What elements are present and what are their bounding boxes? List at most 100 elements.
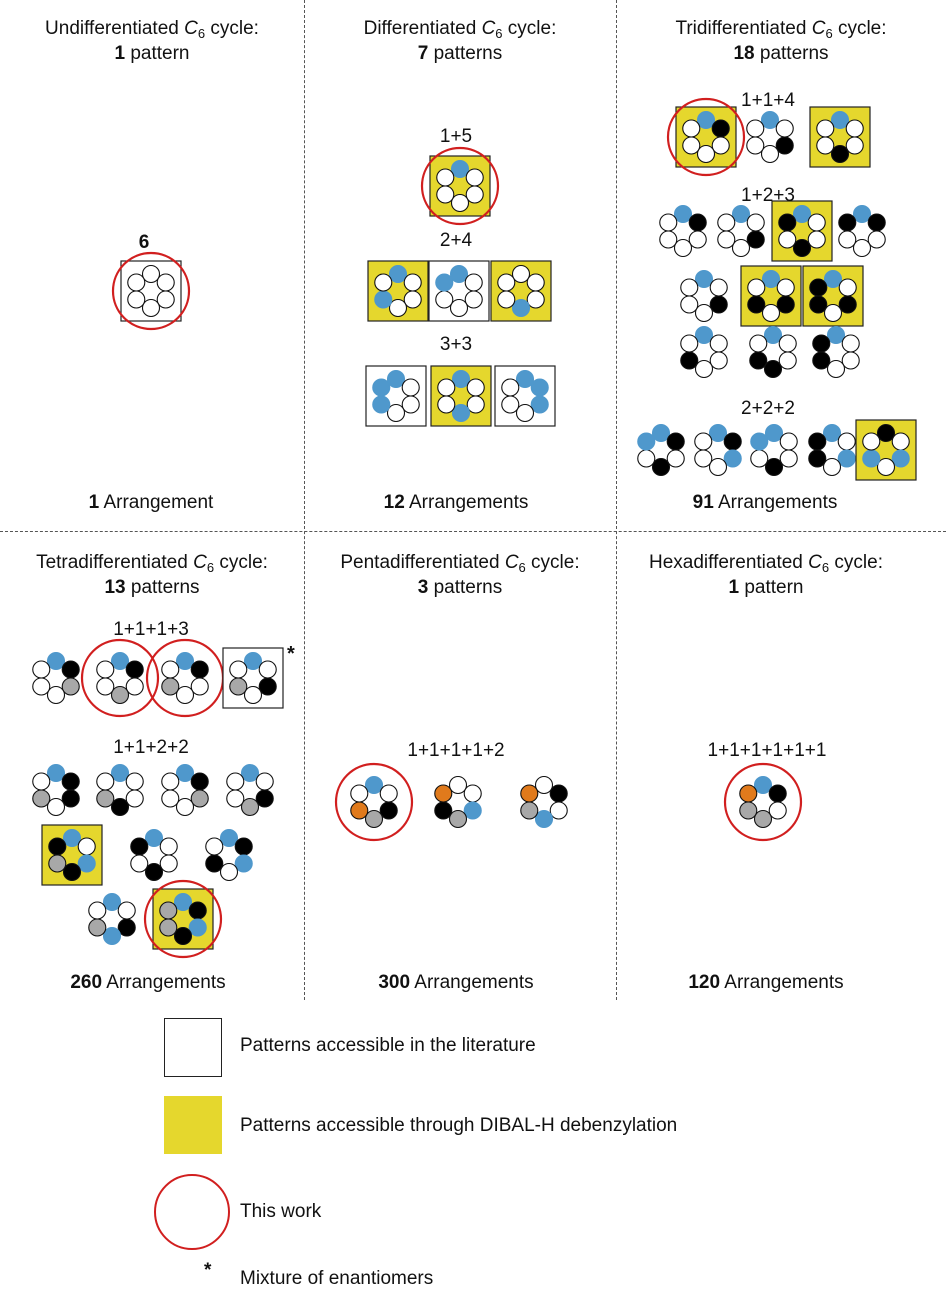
- atom-white: [778, 351, 797, 370]
- atom-black: [125, 660, 144, 679]
- atom-white: [837, 432, 856, 451]
- atom-gray: [364, 809, 384, 829]
- atom-white: [205, 837, 224, 856]
- group-label-1-5: 1+5: [439, 126, 473, 147]
- atom-white: [760, 144, 780, 164]
- atom-blue: [386, 369, 406, 389]
- atom-black: [867, 213, 886, 232]
- group-label-1-2-3: 1+2+3: [741, 185, 795, 206]
- atom-black: [775, 136, 794, 155]
- atom-blue: [515, 369, 535, 389]
- atom-blue: [372, 395, 391, 414]
- atom-black: [812, 334, 831, 353]
- atom-blue: [891, 449, 910, 468]
- atom-blue: [723, 449, 742, 468]
- atom-white: [141, 298, 161, 318]
- atom-white: [403, 273, 422, 292]
- atom-black: [48, 837, 67, 856]
- atom-black: [746, 230, 765, 249]
- atom-black: [190, 772, 209, 791]
- atom-black: [434, 801, 453, 820]
- atom-white: [746, 213, 765, 232]
- atom-white: [717, 213, 736, 232]
- atom-black: [808, 432, 827, 451]
- atom-blue: [463, 801, 482, 820]
- atom-white: [694, 449, 713, 468]
- atom-white: [731, 238, 751, 258]
- panel-undiff-title: Undifferentiated C6 cycle:: [45, 18, 259, 41]
- atom-white: [465, 185, 484, 204]
- atom-white: [779, 432, 798, 451]
- panel-hexa-count: 1 pattern: [728, 577, 804, 598]
- atom-white: [386, 403, 406, 423]
- atom-white: [226, 789, 245, 808]
- atom-blue: [534, 809, 554, 829]
- atom-white: [374, 273, 393, 292]
- atom-white: [464, 273, 483, 292]
- atom-white: [141, 264, 161, 284]
- atom-blue: [763, 325, 783, 345]
- atom-white: [862, 432, 881, 451]
- atom-gray: [240, 797, 260, 817]
- panel-tri-header: Tridifferentiated C6 cycle: 18 patterns: [616, 16, 946, 66]
- legend-this-work-text: This work: [240, 1201, 322, 1222]
- atom-white: [694, 359, 714, 379]
- panel-tetra-header: Tetradifferentiated C6 cycle: 13 pattern…: [0, 550, 304, 600]
- atom-white: [226, 772, 245, 791]
- legend-this-work-swatch: [154, 1174, 230, 1250]
- atom-white: [659, 230, 678, 249]
- atom-blue: [852, 204, 872, 224]
- atom-white: [534, 775, 554, 795]
- this-work-circle: [420, 146, 500, 226]
- enantiomer-star: *: [287, 643, 295, 665]
- atom-blue: [219, 828, 239, 848]
- atom-orange: [350, 801, 369, 820]
- panel-penta-header: Pentadifferentiated C6 cycle: 3 patterns: [304, 550, 616, 600]
- atom-white: [680, 295, 699, 314]
- atom-white: [696, 144, 716, 164]
- atom-black: [711, 119, 730, 138]
- group-label-1-1-1-1-2: 1+1+1+1+2: [407, 740, 505, 761]
- atom-black: [764, 457, 784, 477]
- atom-blue: [530, 378, 549, 397]
- atom-blue: [750, 432, 769, 451]
- atom-black: [830, 144, 850, 164]
- atom-blue: [761, 269, 781, 289]
- atom-black: [747, 295, 766, 314]
- atom-blue: [530, 395, 549, 414]
- atom-white: [125, 677, 144, 696]
- atom-black: [110, 797, 130, 817]
- atom-gray: [448, 809, 468, 829]
- atom-white: [838, 278, 857, 297]
- atom-black: [258, 677, 277, 696]
- atom-white: [778, 334, 797, 353]
- atom-black: [809, 278, 828, 297]
- atom-white: [526, 290, 545, 309]
- atom-blue: [694, 325, 714, 345]
- atom-white: [778, 230, 797, 249]
- group-label-3-3: 3+3: [439, 334, 473, 355]
- atom-blue: [173, 892, 193, 912]
- atom-white: [746, 136, 765, 155]
- atom-blue: [822, 423, 842, 443]
- atom-white: [717, 230, 736, 249]
- atom-blue: [234, 854, 253, 873]
- atom-white: [709, 334, 728, 353]
- atom-white: [159, 837, 178, 856]
- atom-blue: [826, 325, 846, 345]
- atom-white: [822, 457, 842, 477]
- atom-black: [838, 213, 857, 232]
- atom-gray: [739, 801, 758, 820]
- atom-white: [680, 334, 699, 353]
- atom-white: [845, 119, 864, 138]
- atom-white: [32, 677, 51, 696]
- legend-dibal-swatch: [164, 1096, 222, 1154]
- this-work-circle: [143, 879, 223, 959]
- atom-black: [190, 660, 209, 679]
- atom-gray: [753, 809, 773, 829]
- panel-hexa-title: Hexadifferentiated C6 cycle:: [649, 552, 883, 575]
- atom-orange: [520, 784, 539, 803]
- atom-gray: [61, 677, 80, 696]
- atom-white: [449, 298, 469, 318]
